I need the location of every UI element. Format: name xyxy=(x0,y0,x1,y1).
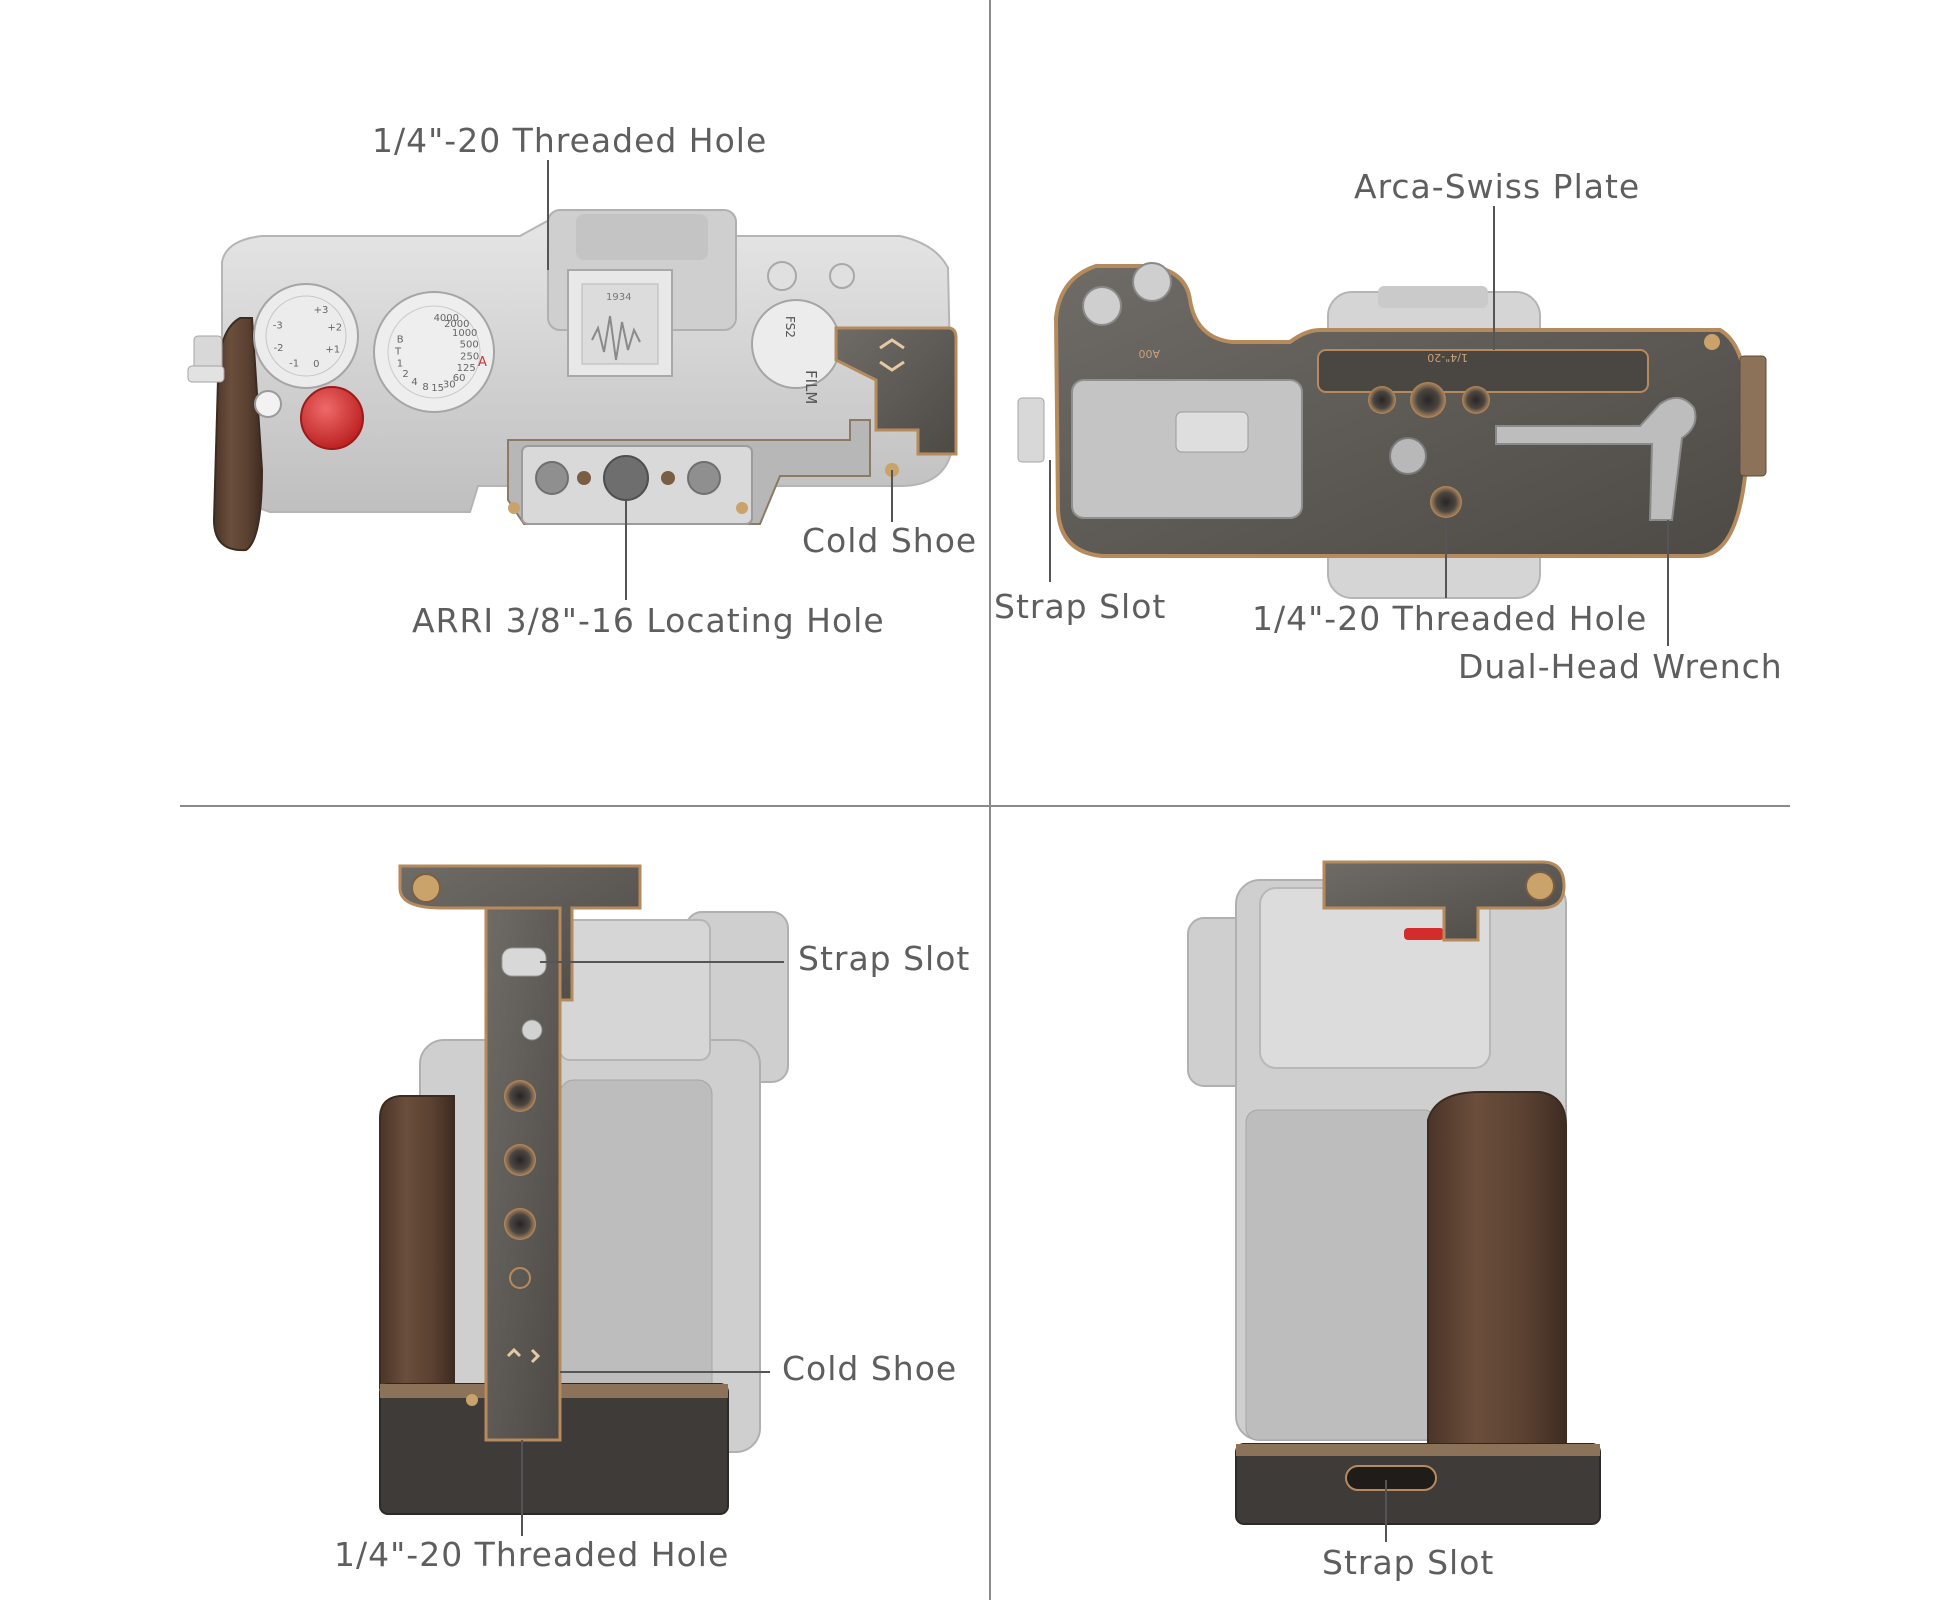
label-threaded-hole-top-right: 1/4"-20 Threaded Hole xyxy=(1252,599,1648,638)
left-side-camera xyxy=(379,864,789,1515)
label-arri-locating-hole: ARRI 3/8"-16 Locating Hole xyxy=(412,601,885,640)
bottom-view-camera xyxy=(1017,262,1767,599)
exposure-comp-mark: -1 xyxy=(289,359,299,370)
label-arca-swiss-plate: Arca-Swiss Plate xyxy=(1354,167,1641,206)
shutter-speed-mark: 125 xyxy=(457,363,476,374)
arri-center-hole xyxy=(603,455,649,501)
plate-threaded-hole-bottom xyxy=(1430,486,1462,518)
exposure-comp-mark: +2 xyxy=(327,322,342,333)
exposure-comp-mark: 0 xyxy=(313,359,319,370)
shutter-speed-mark: 1000 xyxy=(452,328,477,339)
label-strap-slot-bottom-right: Strap Slot xyxy=(1322,1543,1495,1582)
right-side-camera xyxy=(1187,860,1601,1525)
shutter-auto-text: A xyxy=(478,355,487,370)
exposure-comp-dial xyxy=(253,283,359,389)
shutter-speed-mark: T xyxy=(394,347,402,358)
shutter-speed-mark: 2000 xyxy=(444,319,469,330)
arri-hole-left xyxy=(535,461,569,495)
plate-marking-text: 1/4"-20 xyxy=(1427,351,1468,364)
arri-hole-right xyxy=(687,461,721,495)
strap-slot-bottom xyxy=(1345,1465,1437,1491)
exposure-comp-mark: -2 xyxy=(274,343,284,354)
shutter-speed-mark: 2 xyxy=(402,369,408,380)
exposure-comp-mark: +1 xyxy=(325,345,340,356)
shoe-marking-text: 1934 xyxy=(606,292,631,303)
label-strap-slot-bottom-left: Strap Slot xyxy=(798,939,971,978)
fs2-text: FS2 xyxy=(783,316,797,338)
shutter-speed-mark: 60 xyxy=(453,373,466,384)
shutter-speed-mark: 500 xyxy=(460,339,479,350)
label-threaded-hole-top-left: 1/4"-20 Threaded Hole xyxy=(372,121,768,160)
shutter-button xyxy=(300,386,364,450)
top-view-camera xyxy=(187,209,958,552)
shutter-speed-dial xyxy=(373,291,495,413)
shutter-speed-mark: 250 xyxy=(460,352,479,363)
exposure-comp-marks: +3 +2 +1 0 -1 -2 -3 xyxy=(273,305,342,370)
label-threaded-hole-bottom-left: 1/4"-20 Threaded Hole xyxy=(334,1535,730,1574)
film-mode-text: FILM xyxy=(802,370,820,404)
exposure-comp-mark: +3 xyxy=(314,305,329,316)
label-strap-slot-top-right: Strap Slot xyxy=(994,587,1167,626)
shutter-speed-mark: 1 xyxy=(397,359,403,370)
exposure-comp-mark: -3 xyxy=(273,321,283,332)
shutter-speed-mark: 30 xyxy=(443,380,456,391)
corner-marking-text: A00 xyxy=(1138,347,1160,360)
label-cold-shoe-top-left: Cold Shoe xyxy=(802,521,978,560)
shutter-speed-mark: 4 xyxy=(411,377,417,388)
plate-threaded-hole-top xyxy=(1410,382,1446,418)
shutter-speed-mark: 15 xyxy=(431,383,444,394)
shutter-speed-mark: 8 xyxy=(422,382,428,393)
shutter-speed-mark: B xyxy=(397,335,404,346)
label-dual-head-wrench: Dual-Head Wrench xyxy=(1458,647,1783,686)
shutter-speed-mark: 4000 xyxy=(434,313,459,324)
label-cold-shoe-bottom-left: Cold Shoe xyxy=(782,1349,958,1388)
